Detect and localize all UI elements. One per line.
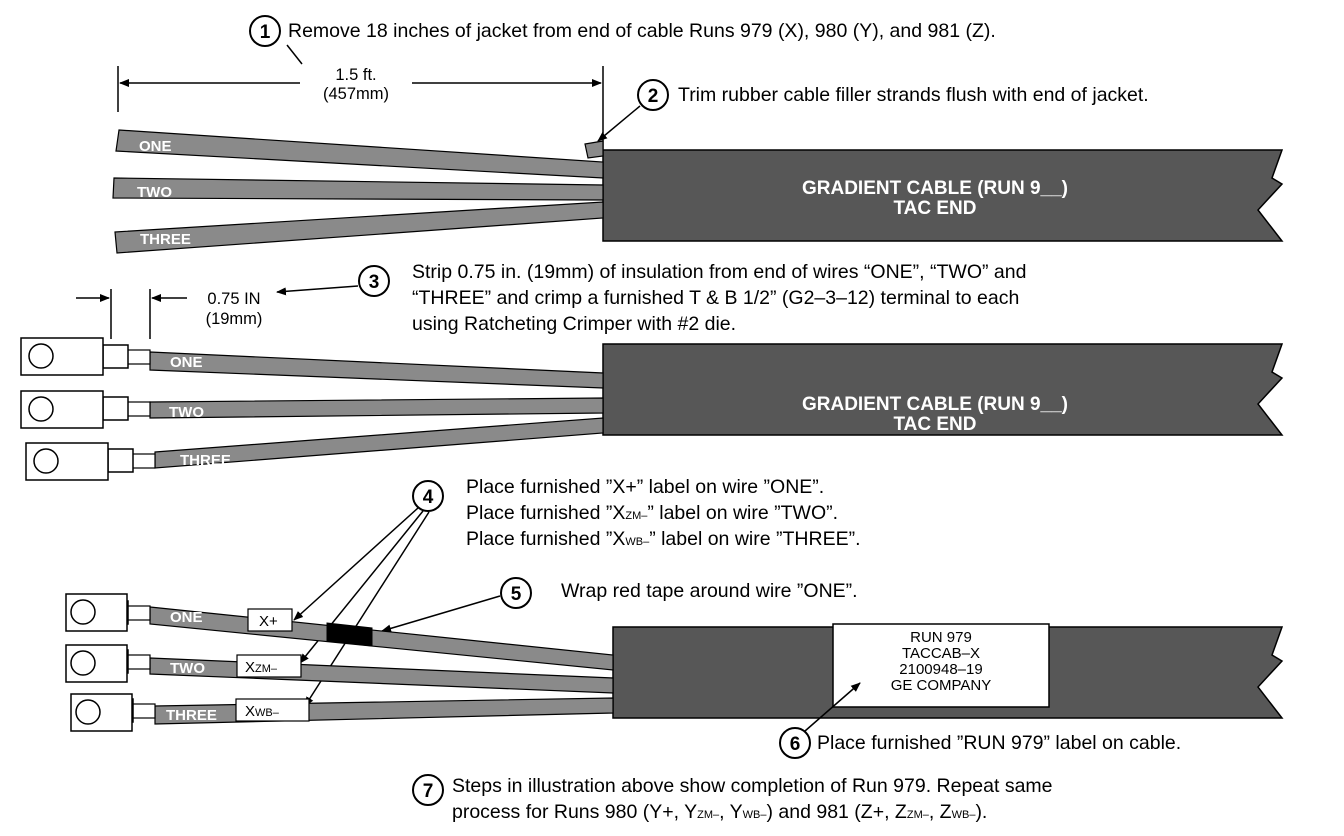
step-3: 3 Strip 0.75 in. (19mm) of insulation fr… [276,261,1026,335]
step-text-line: Steps in illustration above show complet… [452,775,1053,797]
step-number: 7 [423,781,434,802]
cable-jacket [602,149,1284,242]
ring-terminal [65,644,128,683]
cable-illustration-3: ONE X+ TWO XZM– THREE XWB– RUN 979 TACCA… [65,593,1284,732]
step-number: 6 [790,734,801,755]
cable-jacket [602,343,1284,436]
wire-label: TWO [137,184,172,201]
step-text-line: process for Runs 980 (Y+, YZM–, YWB–) an… [452,801,987,823]
cable-title: GRADIENT CABLE (RUN 9__) [802,178,1068,199]
step-4: 4 Place furnished ”X+” label on wire ”ON… [293,476,861,707]
wire-two [149,397,604,419]
wire-label: ONE [139,138,172,155]
leader-arrow [293,507,419,621]
step-2: 2 Trim rubber cable filler strands flush… [597,79,1149,142]
step-text: Remove 18 inches of jacket from end of c… [288,20,996,42]
step-number-circle [637,79,669,111]
wire-tag-text: XWB– [245,703,280,720]
wire-tag-x-zm [236,654,302,678]
step-text-line: Place furnished ”X+” label on wire ”ONE”… [466,476,824,498]
cable-subtitle: TAC END [893,198,976,219]
step-number-circle [500,577,532,609]
wire-two [112,177,604,201]
leader-arrow [804,682,861,732]
step-7: 7 Steps in illustration above show compl… [412,774,1053,823]
step-text: Wrap red tape around wire ”ONE”. [561,580,858,602]
wire-tag-text: X+ [259,613,278,630]
step-5: 5 Wrap red tape around wire ”ONE”. [381,577,858,633]
step-number: 3 [369,272,380,293]
step-text-line: Place furnished ”XWB–” label on wire ”TH… [466,528,861,550]
wire-three [154,697,614,725]
terminal-hole [70,650,96,676]
run-label-line: TACCAB–X [902,645,980,662]
terminal-hole [28,396,54,422]
terminal-barrel [102,396,129,421]
wire-tag-x-plus [247,608,293,632]
wire-label: THREE [180,452,231,469]
step-number-circle [779,727,811,759]
step-1: 1 Remove 18 inches of jacket from end of… [249,15,996,47]
red-tape [326,622,373,647]
cable-title: GRADIENT CABLE (RUN 9__) [802,394,1068,415]
terminal-barrel [102,344,129,369]
step-text: Trim rubber cable filler strands flush w… [678,84,1149,106]
step-number: 1 [260,22,271,43]
step-number: 5 [511,584,522,605]
dimension-value: 1.5 ft. [335,66,376,84]
step-number: 4 [423,487,434,508]
terminal-hole [33,448,59,474]
leader-arrow [597,105,641,142]
run-label-line: GE COMPANY [891,677,992,694]
terminal-hole [70,599,96,625]
filler-strand [584,140,604,159]
wire-label: ONE [170,609,203,626]
wire-tag-text: XZM– [245,659,278,676]
wire-label: ONE [170,354,203,371]
step-text-line: “THREE” and crimp a furnished T & B 1/2”… [412,287,1019,309]
wire-one [115,129,604,179]
terminal-hole [75,699,101,725]
wire-label: THREE [166,707,217,724]
wire-three [114,201,604,254]
step-text: Place furnished ”RUN 979” label on cable… [817,732,1181,754]
cable-illustration-1: GRADIENT CABLE (RUN 9__) TAC END ONE TWO… [112,129,1284,254]
cable-subtitle: TAC END [893,414,976,435]
step-number: 2 [648,86,659,107]
leader-arrow [381,595,501,633]
wire-label: THREE [140,231,191,248]
dimension-metric: (457mm) [323,85,389,103]
dimension-metric: (19mm) [206,310,263,328]
strip-length-dimension: 0.75 IN (19mm) [76,289,262,339]
step-number-circle [412,774,444,806]
terminal-barrel [107,448,134,473]
run-label-line: RUN 979 [910,629,972,646]
cable-illustration-2: GRADIENT CABLE (RUN 9__) TAC END ONE TWO… [20,337,1284,481]
wire-label: TWO [170,660,205,677]
leader-arrow [276,285,359,296]
dimension-value: 0.75 IN [207,290,260,308]
step-6: 6 Place furnished ”RUN 979” label on cab… [779,682,1181,759]
step-text-line: Strip 0.75 in. (19mm) of insulation from… [412,261,1026,283]
jacket-length-dimension: 1.5 ft. (457mm) [117,44,604,150]
step-number-circle [358,265,390,297]
wire-label: TWO [169,404,204,421]
terminal-hole [28,343,54,369]
leader-line [286,44,303,65]
run-label-tag [832,623,1050,708]
step-number-circle [249,15,281,47]
wire-one [149,351,604,389]
step-text-line: Place furnished ”XZM–” label on wire ”TW… [466,502,838,524]
wire-tag-x-wb [235,698,310,722]
run-label-line: 2100948–19 [899,661,982,678]
step-number-circle [412,480,444,512]
ring-terminal [25,442,109,481]
step-text-line: using Ratcheting Crimper with #2 die. [412,313,736,335]
